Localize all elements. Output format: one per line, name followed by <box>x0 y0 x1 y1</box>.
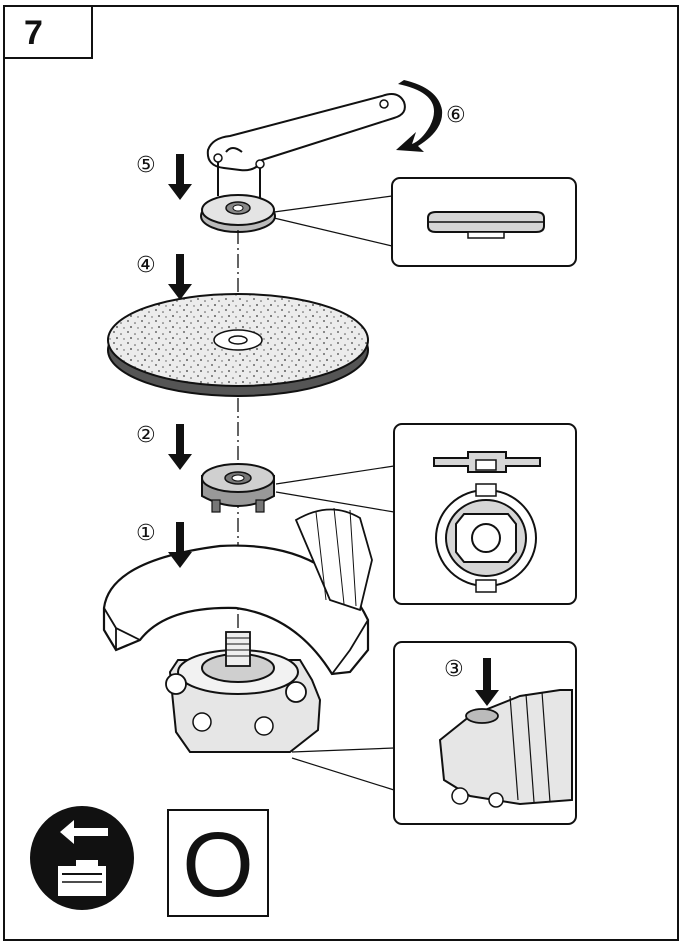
leader-line-flange <box>275 465 395 485</box>
callout-4: ④ <box>136 253 156 278</box>
callout-5: ⑤ <box>136 153 156 178</box>
rotate-clockwise-arrow-icon <box>396 80 443 152</box>
callout-2: ② <box>136 423 156 448</box>
leader-line-nut <box>273 217 393 247</box>
lock-nut <box>200 194 276 233</box>
spanner-wrench <box>206 93 406 198</box>
callout-3: ③ <box>444 657 464 682</box>
leader-line-flange <box>275 491 395 513</box>
grinder-body <box>294 507 373 612</box>
callout-1: ① <box>136 521 156 546</box>
remove-battery-icon <box>30 806 134 910</box>
arrow-down-icon <box>168 424 192 470</box>
grinding-disc <box>107 293 369 397</box>
detail-spindle-lock <box>393 641 577 825</box>
gear-head <box>165 631 322 753</box>
leader-line-head <box>291 757 395 791</box>
step-number: 7 <box>24 14 43 52</box>
arrow-down-icon <box>168 522 192 568</box>
step-tab <box>3 5 93 59</box>
callout-6: ⑥ <box>446 103 466 128</box>
wheel-guard <box>102 544 370 676</box>
leader-line-nut <box>273 195 393 213</box>
leader-line-head <box>291 747 395 753</box>
switch-off-label: O <box>182 814 254 916</box>
inner-flange <box>201 463 275 513</box>
detail-inner-flange <box>393 423 577 605</box>
arrow-down-icon <box>475 658 499 706</box>
switch-off-symbol: O <box>167 809 269 917</box>
detail-lock-nut-profile <box>391 177 577 267</box>
arrow-down-icon <box>168 154 192 200</box>
arrow-down-icon <box>168 254 192 300</box>
